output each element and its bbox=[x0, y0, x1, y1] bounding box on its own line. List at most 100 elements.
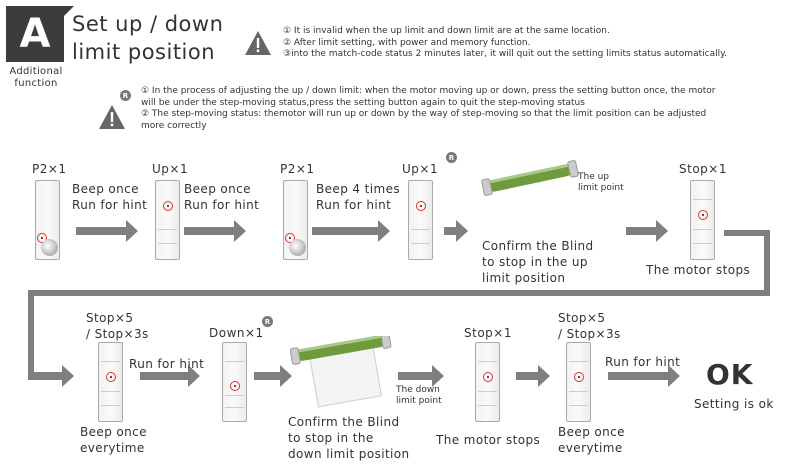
blind-down-note-2: limit point bbox=[396, 396, 442, 406]
step1-text-2: Run for hint bbox=[72, 198, 148, 212]
step2-text: Beep once Run for hint bbox=[184, 181, 259, 213]
arrow-6 bbox=[28, 365, 74, 387]
step5-text: The motor stops bbox=[646, 263, 751, 277]
step4-label: Up×1 bbox=[402, 162, 439, 176]
notes-mid: ① In the process of adjusting the up / d… bbox=[141, 86, 786, 132]
warning-icon bbox=[245, 31, 271, 55]
stop-button-3 bbox=[483, 372, 493, 382]
arrow-11 bbox=[608, 365, 680, 387]
step3-text-2: Run for hint bbox=[316, 198, 392, 212]
notes-top: ① It is invalid when the up limit and do… bbox=[283, 26, 727, 61]
remote-up bbox=[155, 180, 180, 260]
warning-icon-2 bbox=[99, 105, 125, 129]
down-button bbox=[230, 381, 240, 391]
row2-step4-text-2: everytime bbox=[558, 441, 623, 455]
step1-text-1: Beep once bbox=[72, 182, 139, 196]
arrow-1 bbox=[76, 220, 138, 242]
step2-label: Up×1 bbox=[152, 162, 189, 176]
row2-step3-text: The motor stops bbox=[436, 433, 541, 447]
up-button-2 bbox=[416, 201, 426, 211]
blind-up-text: Confirm the Blind to stop in the up limi… bbox=[482, 238, 594, 286]
up-button bbox=[163, 201, 173, 211]
arrow-2 bbox=[184, 220, 246, 242]
step3-text: Beep 4 times Run for hint bbox=[316, 181, 400, 213]
row2-step1-text-1: Beep once bbox=[80, 425, 147, 439]
row2-step4-label-2: / Stop×3s bbox=[558, 327, 621, 341]
remote-stop-2 bbox=[98, 342, 123, 422]
step2-text-1: Beep once bbox=[184, 182, 251, 196]
row2-step4-label: Stop×5 / Stop×3s bbox=[558, 310, 621, 342]
row2-step2-label: Down×1 bbox=[209, 326, 264, 340]
remote-p2-2 bbox=[283, 180, 308, 260]
connector-down bbox=[764, 230, 770, 296]
blind-down-text-3: down limit position bbox=[288, 447, 410, 461]
blind-down-text-1: Confirm the Blind bbox=[288, 415, 400, 429]
row2-step1-side: Run for hint bbox=[129, 357, 205, 371]
knob bbox=[41, 239, 58, 256]
blind-up-note: The up limit point bbox=[578, 172, 624, 194]
blind-up-text-3: limit position bbox=[482, 271, 566, 285]
page-title: Set up / down limit position bbox=[72, 10, 223, 66]
row2-step1-text-2: everytime bbox=[80, 441, 145, 455]
remote-stop bbox=[690, 180, 715, 260]
blind-up-note-2: limit point bbox=[578, 183, 624, 193]
connector-left-down bbox=[28, 290, 34, 378]
blind-up-text-2: to stop in the up bbox=[482, 255, 588, 269]
ok-text: Setting is ok bbox=[694, 397, 774, 411]
note-mid-4: more correctly bbox=[141, 120, 207, 131]
note-mid-2: will be under the step-moving status,pre… bbox=[141, 97, 585, 108]
arrow-9 bbox=[398, 365, 444, 387]
r-mark-icon-3: R bbox=[262, 316, 273, 327]
row2-step1-label-1: Stop×5 bbox=[86, 311, 134, 325]
row2-step4-text: Beep once everytime bbox=[558, 424, 625, 456]
note-top-2: ② After limit setting, with power and me… bbox=[283, 37, 531, 48]
row2-step4-side: Run for hint bbox=[605, 355, 681, 369]
note-mid-3: ② The step-moving status: themotor will … bbox=[141, 109, 707, 119]
ok-label: OK bbox=[706, 358, 754, 391]
note-top-1: ① It is invalid when the up limit and do… bbox=[283, 26, 610, 36]
connector-right bbox=[724, 230, 770, 236]
arrow-8 bbox=[254, 365, 292, 387]
subtitle: Additional function bbox=[9, 66, 63, 89]
arrow-7 bbox=[140, 365, 200, 387]
arrow-4 bbox=[444, 220, 468, 242]
blind-down-icon bbox=[290, 336, 392, 408]
step5-label: Stop×1 bbox=[679, 162, 727, 176]
row2-step1-text: Beep once everytime bbox=[80, 424, 147, 456]
badge-corner bbox=[60, 6, 74, 20]
blind-down-note: The down limit point bbox=[396, 385, 442, 407]
blind-down-text: Confirm the Blind to stop in the down li… bbox=[288, 414, 410, 462]
note-top-3: ③into the match-code status 2 minutes la… bbox=[283, 49, 727, 59]
blind-down-note-1: The down bbox=[396, 385, 440, 395]
stop-button-4 bbox=[574, 372, 584, 382]
row2-step3-label: Stop×1 bbox=[464, 326, 512, 340]
section-badge: A bbox=[6, 6, 64, 62]
note-mid-1: ① In the process of adjusting the up / d… bbox=[141, 86, 716, 96]
remote-p2 bbox=[35, 180, 60, 260]
blind-up-text-1: Confirm the Blind bbox=[482, 239, 594, 253]
row2-step4-text-1: Beep once bbox=[558, 425, 625, 439]
knob-2 bbox=[289, 239, 306, 256]
step3-text-1: Beep 4 times bbox=[316, 182, 401, 196]
row2-step1-label-2: / Stop×3s bbox=[86, 327, 149, 341]
r-mark-icon: R bbox=[120, 90, 131, 101]
title-line-1: Set up / down bbox=[72, 12, 224, 36]
step1-text: Beep once Run for hint bbox=[72, 181, 147, 213]
arrow-5 bbox=[626, 220, 668, 242]
remote-up-2 bbox=[408, 180, 433, 260]
blind-down-text-2: to stop in the bbox=[288, 431, 374, 445]
title-line-2: limit position bbox=[72, 40, 216, 64]
remote-stop-3 bbox=[475, 342, 500, 422]
row2-step4-label-1: Stop×5 bbox=[558, 311, 606, 325]
row2-step1-label: Stop×5 / Stop×3s bbox=[86, 310, 149, 342]
stop-button-2 bbox=[106, 372, 116, 382]
step3-label: P2×1 bbox=[280, 162, 315, 176]
remote-stop-4 bbox=[566, 342, 591, 422]
connector-across bbox=[28, 290, 770, 296]
arrow-3 bbox=[312, 220, 390, 242]
r-mark-icon-2: R bbox=[446, 152, 457, 163]
stop-button bbox=[698, 210, 708, 220]
step1-label: P2×1 bbox=[32, 162, 67, 176]
step2-text-2: Run for hint bbox=[184, 198, 260, 212]
